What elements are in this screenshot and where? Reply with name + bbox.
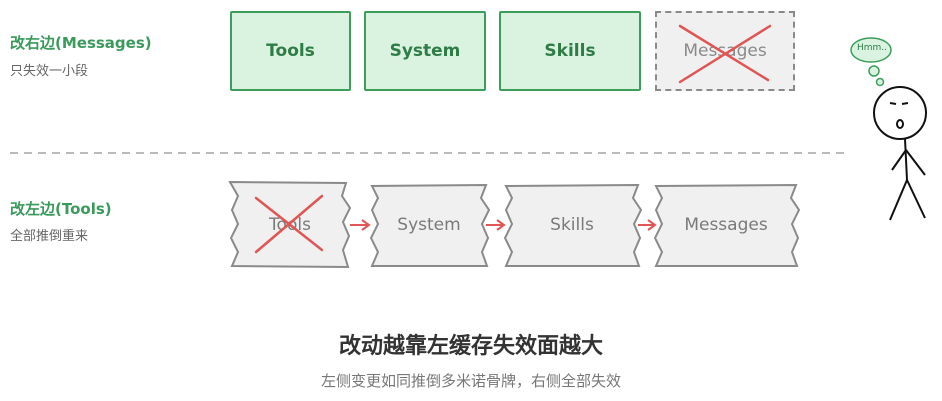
bottom-box-messages: Messages: [656, 185, 796, 265]
bottom-box-system: System: [372, 185, 486, 265]
top-box-skills-label: Skills: [544, 41, 596, 61]
top-box-system-label: System: [389, 41, 461, 61]
bottom-box-skills: Skills: [506, 185, 638, 265]
bottom-box-system-label: System: [397, 215, 461, 235]
top-row-title: 改右边(Messages): [10, 34, 152, 52]
bottom-box-messages-label: Messages: [684, 215, 768, 235]
top-box-tools: Tools: [230, 11, 351, 91]
footer-subtitle: 左侧变更如同推倒多米诺骨牌，右侧全部失效: [320, 372, 621, 390]
thought-text: Hmm..: [856, 43, 888, 53]
arrow-tools-system: [350, 219, 371, 231]
top-box-messages-label: Messages: [683, 41, 767, 61]
top-box-system: System: [364, 11, 486, 91]
bottom-box-skills-label: Skills: [550, 215, 594, 235]
footer-title: 改动越靠左缓存失效面越大: [338, 334, 603, 359]
bottom-row-title: 改左边(Tools): [10, 200, 112, 218]
arrow-system-skills: [486, 219, 506, 231]
bottom-row-subtitle: 全部推倒重来: [10, 229, 89, 244]
stick-figure: [873, 86, 927, 221]
bottom-box-tools-label: Tools: [269, 215, 311, 235]
bottom-box-tools: Tools: [232, 185, 348, 265]
top-row-subtitle: 只失效一小段: [10, 64, 89, 79]
top-box-skills: Skills: [499, 11, 641, 91]
top-box-messages: Messages: [655, 11, 795, 91]
arrow-skills-messages: [638, 219, 657, 231]
top-box-tools-label: Tools: [266, 41, 315, 61]
